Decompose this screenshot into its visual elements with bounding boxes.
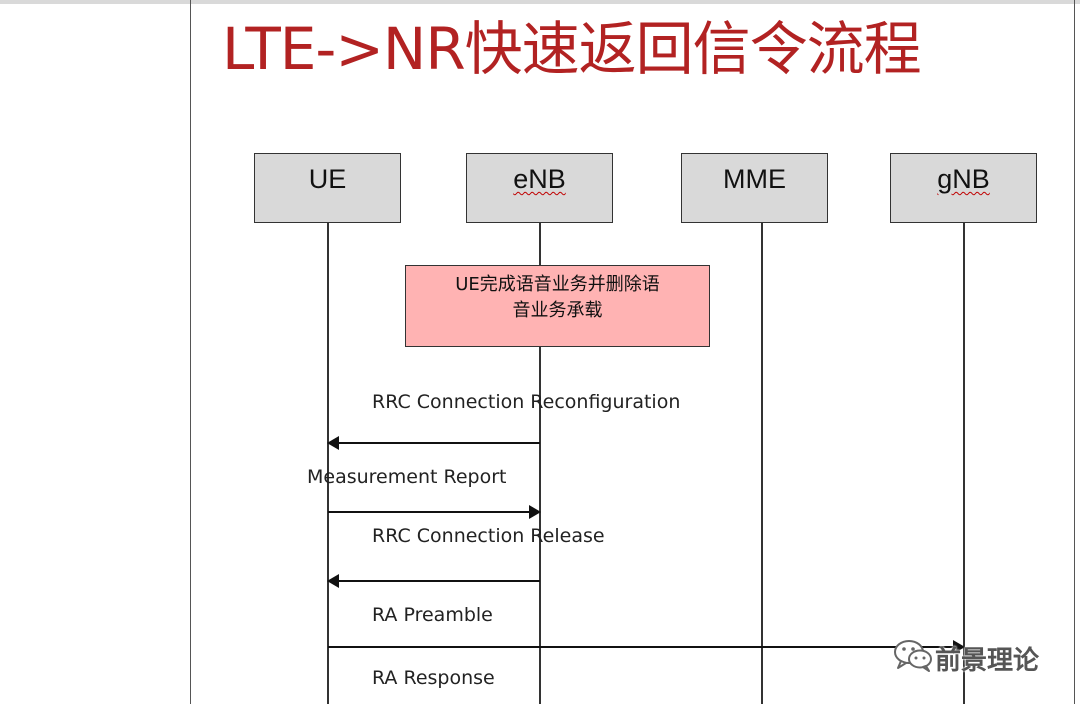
note-line-2: 音业务承载	[512, 300, 603, 321]
right-divider	[1074, 0, 1075, 704]
diagram-title: LTE->NR快速返回信令流程	[222, 15, 922, 83]
entity-gnb: gNB	[890, 153, 1037, 223]
message-arrow	[327, 436, 540, 450]
entity-mme: MME	[681, 153, 828, 223]
lifeline-mme	[761, 223, 763, 704]
message-label: Measurement Report	[307, 466, 507, 488]
message-label: RA Preamble	[372, 604, 493, 626]
lifeline-ue	[327, 223, 329, 704]
arrowhead-left	[327, 436, 339, 450]
lifeline-gnb	[963, 223, 965, 704]
watermark-text: 前景理论	[935, 645, 1040, 676]
entity-ue: UE	[254, 153, 401, 223]
arrowhead-right	[953, 640, 965, 654]
message-label: RA Response	[372, 667, 495, 689]
lifeline-enb	[539, 223, 541, 704]
wechat-icon	[893, 638, 935, 679]
top-border	[0, 0, 1080, 4]
message-label: RRC Connection Reconfiguration	[372, 391, 681, 413]
entity-enb-label: eNB	[513, 164, 566, 194]
entity-enb: eNB	[466, 153, 613, 223]
entity-gnb-label: gNB	[937, 164, 990, 194]
note-line-1: UE完成语音业务并删除语	[455, 274, 660, 295]
arrowhead-left	[327, 574, 339, 588]
message-arrow	[327, 574, 540, 588]
watermark: 前景理论	[893, 638, 1039, 678]
message-arrow	[328, 505, 541, 519]
left-divider	[190, 0, 191, 704]
entity-mme-label: MME	[723, 164, 786, 194]
entity-ue-label: UE	[308, 164, 347, 194]
message-arrow	[328, 640, 965, 654]
message-label: RRC Connection Release	[372, 525, 605, 547]
arrowhead-right	[529, 505, 541, 519]
note-box: UE完成语音业务并删除语 音业务承载	[405, 265, 710, 347]
